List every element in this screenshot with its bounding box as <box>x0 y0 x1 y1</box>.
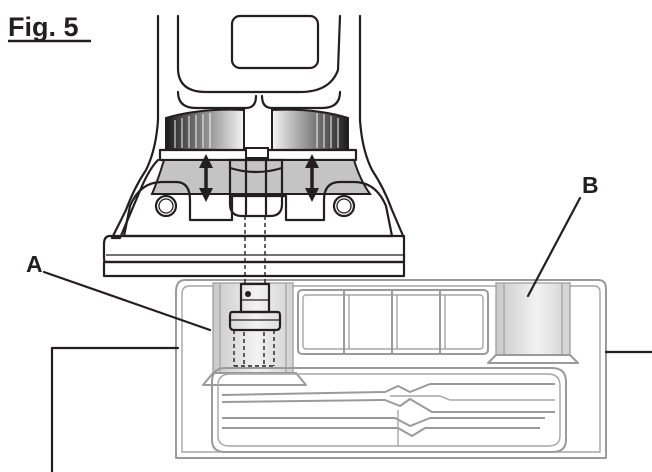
leader-line-a <box>42 270 212 332</box>
tool-bay <box>211 367 567 453</box>
figure-label: Fig. 5 <box>8 12 79 42</box>
tool-body <box>102 14 406 278</box>
support-outline <box>50 346 652 472</box>
router-bit <box>228 282 282 332</box>
adjust-arrow-right-icon <box>305 154 319 202</box>
compartment-grid <box>297 289 489 355</box>
adjust-arrow-left-icon <box>199 154 213 202</box>
bit-slot-b <box>487 282 579 364</box>
leader-line-b <box>526 196 582 298</box>
storage-case <box>175 279 652 459</box>
depth-knob-right <box>271 108 349 151</box>
bit-projection-lines <box>233 216 275 367</box>
collet-nut <box>228 147 284 218</box>
depth-knob-left <box>165 108 245 151</box>
callout-label-a: A <box>26 251 43 277</box>
callout-label-b: B <box>582 172 599 198</box>
